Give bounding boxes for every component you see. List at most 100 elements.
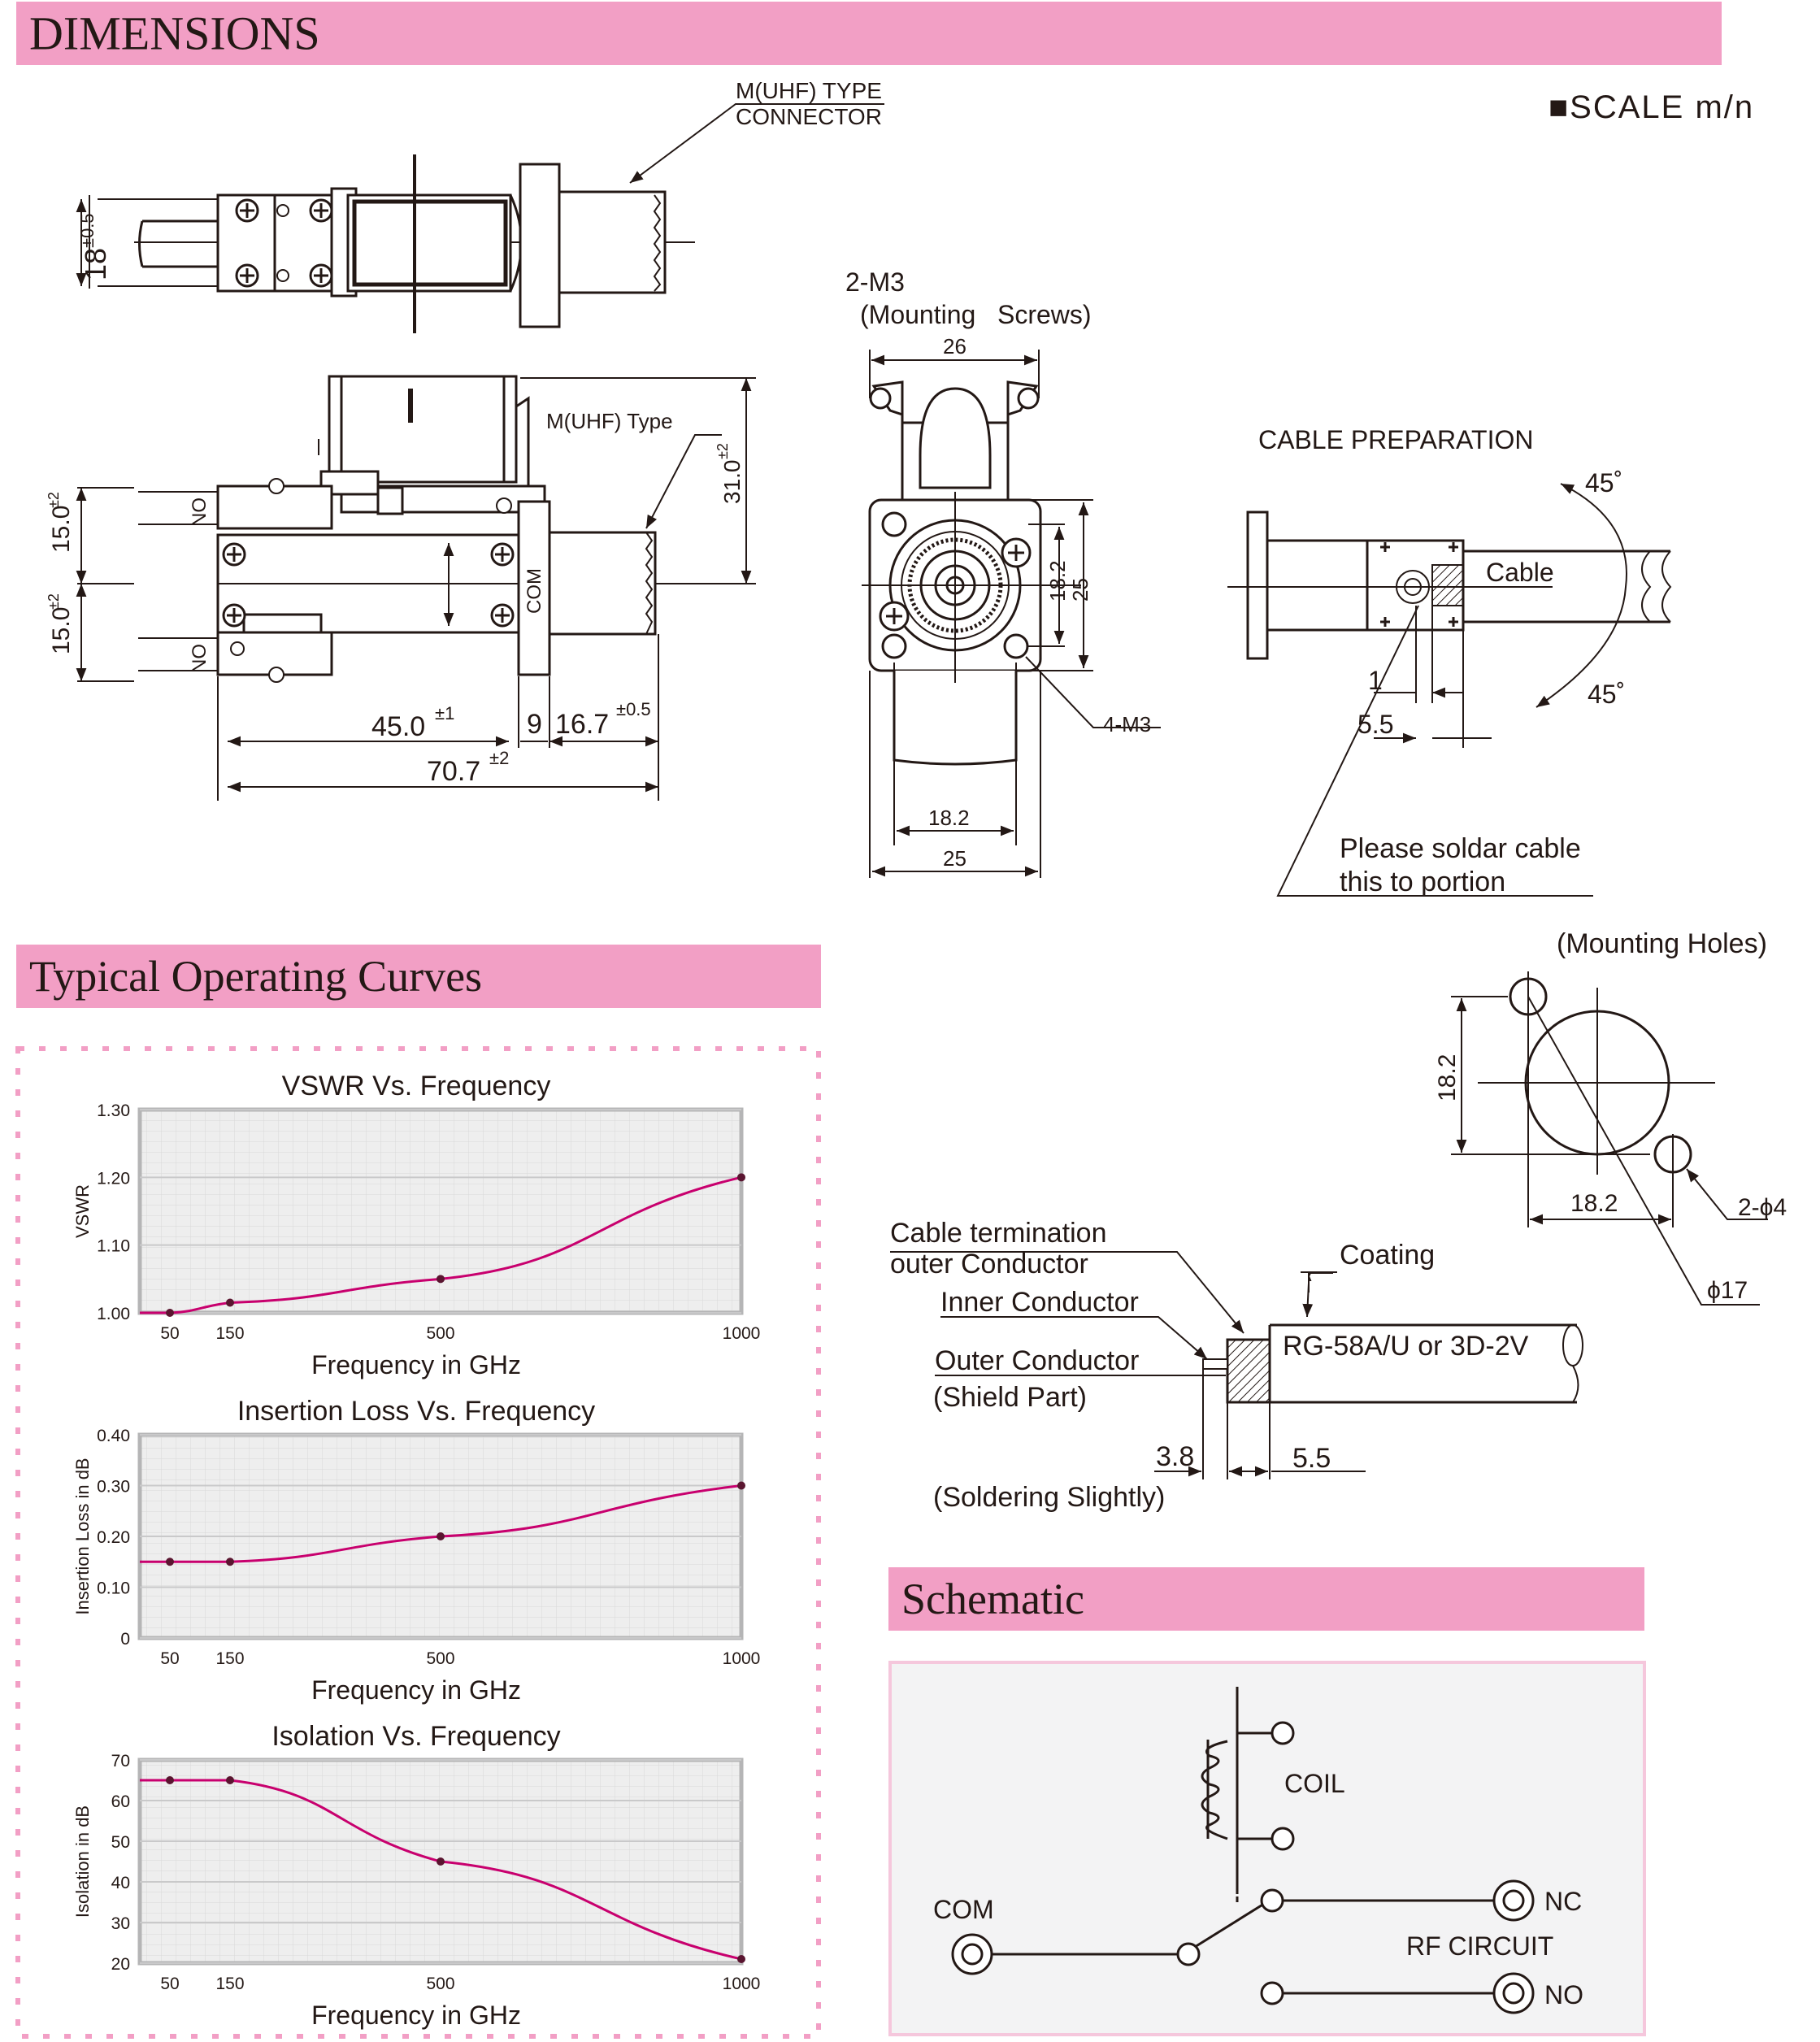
len-c: 16.7 [555,709,609,740]
len-a: 45.0 [371,711,425,742]
len-b: 9 [527,709,542,740]
chart-1-xtick: 150 [215,1324,244,1343]
connector-label-2: CONNECTOR [736,104,882,129]
chart-2-ytick: 0 [120,1630,130,1649]
top-height-tol: ±0.5 [77,213,98,248]
chart-2-ytick: 0.30 [97,1478,130,1497]
chart-3-ylabel: Isolation in dB [72,1805,93,1918]
term-l2: outer Conductor [890,1249,1088,1280]
len-total: 70.7 [427,756,480,787]
chart-1-ytick: 1.10 [97,1237,130,1256]
front-screws-1: 2-M3 [845,267,905,297]
chart-2-ylabel: Insertion Loss in dB [72,1458,93,1614]
chart-2-xlabel: Frequency in GHz [311,1675,521,1705]
chart-2-ytick: 0.10 [97,1579,130,1598]
curves-header: Typical Operating Curves [16,945,821,1008]
len-a-tol: ±1 [435,703,454,723]
cable-label: Cable [1486,558,1554,587]
cable-d2: 5.5 [1357,710,1393,739]
chart-3-xtick: 500 [426,1975,454,1993]
term-d1: 3.8 [1156,1441,1194,1472]
chart-3-xtick: 50 [160,1975,179,1993]
chart-2-series-line [140,1484,742,1563]
front-h2: 25 [1068,578,1092,602]
chart-3-point [166,1776,174,1784]
chart-1-title: VSWR Vs. Frequency [282,1071,551,1101]
chart-3-xtick: 1000 [723,1975,761,1993]
side-upper-dim: 15.0 [48,506,75,553]
cable-angle-top: 45˚ [1585,468,1622,497]
top-height-dim: 18 [79,248,112,280]
chart-2-xtick: 1000 [723,1649,761,1668]
front-w1: 18.2 [928,806,970,830]
front-screws-2: (Mounting Screws) [860,300,1092,329]
side-view-screws [222,478,515,683]
term-l1: Cable termination [890,1218,1106,1249]
connector-label-1: M(UHF) TYPE [736,78,882,103]
term-cable: RG-58A/U or 3D-2V [1283,1331,1529,1362]
chart-2-xtick: 150 [215,1649,244,1668]
len-total-tol: ±2 [489,748,509,768]
chart-1-point [437,1275,445,1284]
chart-2-xtick: 500 [426,1649,454,1668]
front-h1: 18.2 [1045,560,1070,602]
cable-note-1: Please soldar cable [1340,833,1581,864]
mounting-h-dim: 18.2 [1570,1190,1618,1217]
chart-2-point [226,1558,234,1566]
dimensions-title: DIMENSIONS [29,7,320,60]
schematic-panel [888,1661,1646,2036]
chart-1-series-line [140,1175,742,1314]
cable-note-2: this to portion [1340,867,1505,897]
chart-3-title: Isolation Vs. Frequency [271,1721,560,1752]
schematic-header: Schematic [888,1567,1644,1631]
term-note: (Soldering Slightly) [933,1482,1165,1513]
chart-1-point [226,1298,234,1307]
chart-1-ytick: 1.20 [97,1169,130,1188]
side-no-lower: NO [189,644,211,673]
schematic-drawing [951,1687,1535,2014]
chart-2-ytick: 0.20 [97,1528,130,1547]
term-l3: Inner Conductor [940,1287,1139,1318]
front-width-top: 26 [943,334,966,358]
chart-3-ytick: 40 [111,1874,130,1892]
chart-1-point [737,1173,745,1182]
side-lower-tol: ±2 [46,593,62,610]
chart-2-ytick: 0.40 [97,1427,130,1445]
mounting-holes-count: 2-ϕ4 [1738,1194,1787,1221]
side-no-upper: NO [189,497,211,527]
chart-1-point [166,1309,174,1317]
chart-3-point [437,1857,445,1866]
term-d2: 5.5 [1292,1443,1331,1474]
chart-3-xlabel: Frequency in GHz [311,2001,521,2030]
relay-front-view [862,380,1081,766]
dimensions-header: DIMENSIONS [16,2,1722,65]
chart-1-ytick: 1.30 [97,1101,130,1120]
chart-3-point [737,1955,745,1963]
front-holes: 4-M3 [1103,712,1151,736]
cable-prep-drawing [1227,483,1672,708]
chart-2-point [737,1481,745,1490]
mounting-holes-drawing [1451,971,1768,1306]
chart-2-point [437,1532,445,1540]
chart-1-xlabel: Frequency in GHz [311,1350,521,1379]
side-type-label: M(UHF) Type [546,409,673,433]
chart-1-ytick: 1.00 [97,1305,130,1323]
len-c-tol: ±0.5 [616,699,651,719]
mounting-v-dim: 18.2 [1434,1054,1461,1101]
schematic-coil: COIL [1284,1769,1345,1798]
chart-3-ytick: 50 [111,1833,130,1852]
side-height-tol: ±2 [715,443,731,459]
schematic-nc: NC [1544,1887,1582,1916]
side-upper-tol: ±2 [46,492,62,508]
side-height-dim: 31.0 [719,460,745,505]
relay-top-view [89,154,695,333]
term-coating: Coating [1340,1240,1435,1271]
side-lower-dim: 15.0 [48,607,75,654]
chart-2-point [166,1558,174,1566]
front-w2: 25 [943,846,966,871]
scale-label: ■SCALE m/n [1549,89,1754,125]
chart-2-xtick: 50 [160,1649,179,1668]
chart-1-ylabel: VSWR [72,1184,93,1238]
